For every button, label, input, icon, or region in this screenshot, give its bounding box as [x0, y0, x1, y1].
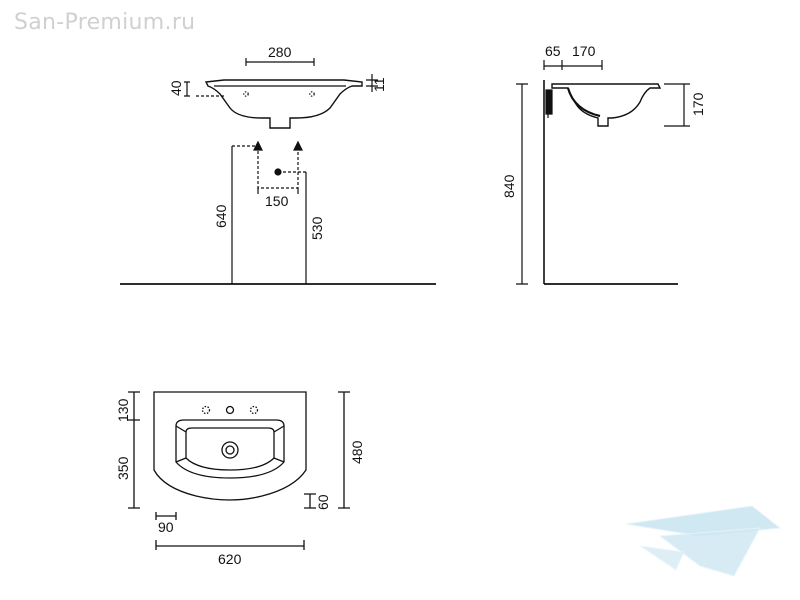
dim-label-60: 60	[315, 494, 331, 510]
dim-label-840: 840	[501, 174, 517, 198]
dim-line-60	[304, 493, 316, 509]
dim-label-620: 620	[218, 551, 242, 567]
front-tap-hole-left	[243, 91, 249, 97]
dim-line-11	[366, 74, 378, 92]
tap-hole-center-icon	[225, 405, 235, 415]
dim-label-90: 90	[158, 519, 174, 535]
logo-bottom-shape	[658, 527, 761, 577]
dim-label-150: 150	[265, 193, 289, 209]
dim-label-280: 280	[268, 44, 292, 60]
front-view	[120, 58, 436, 285]
tap-hole-right-icon	[249, 405, 259, 415]
valve-right-icon	[293, 140, 303, 151]
dim-line-480	[338, 391, 350, 509]
side-bracket	[545, 89, 553, 115]
side-basin-inner	[566, 87, 601, 118]
top-basin-bowl	[175, 419, 285, 479]
dim-line-280	[245, 58, 315, 66]
dim-label-640: 640	[213, 204, 229, 228]
logo-top-shape	[625, 505, 782, 537]
tap-hole-left-icon	[201, 405, 211, 415]
dim-line-40	[184, 81, 190, 97]
watermark-text: San-Premium.ru	[14, 10, 196, 35]
top-view	[128, 391, 350, 550]
dim-label-130: 130	[115, 398, 131, 422]
dim-line-90	[155, 512, 177, 520]
dim-line-150	[257, 188, 299, 194]
dim-label-480: 480	[349, 440, 365, 464]
supply-line-loop	[257, 146, 299, 189]
top-basin-bowl-edges	[175, 425, 285, 463]
dim-line-620	[155, 540, 305, 550]
brand-logo	[625, 505, 782, 577]
drain-point-icon	[274, 168, 282, 176]
dim-label-170-top: 170	[572, 43, 596, 59]
dim-line-840	[516, 83, 528, 285]
dim-label-350: 350	[115, 456, 131, 480]
dim-line-130-350	[128, 391, 140, 509]
dim-label-170-right: 170	[690, 92, 706, 116]
valve-left-icon	[253, 140, 263, 151]
drain-icon	[221, 441, 239, 459]
top-basin-outline	[153, 391, 307, 501]
dim-label-530: 530	[309, 216, 325, 240]
dim-label-11: 11	[371, 77, 387, 92]
dim-label-65: 65	[545, 43, 561, 59]
side-view	[516, 60, 690, 285]
dim-line-65-170	[543, 60, 603, 70]
logo-wing-shape	[639, 545, 685, 571]
dim-label-40: 40	[168, 80, 184, 96]
front-tap-hole-right	[309, 91, 315, 97]
top-basin-bowl-inner	[185, 427, 275, 471]
drain-inner-icon	[225, 445, 235, 455]
front-basin-outline	[204, 79, 363, 129]
dim-line-170-right	[664, 83, 690, 127]
